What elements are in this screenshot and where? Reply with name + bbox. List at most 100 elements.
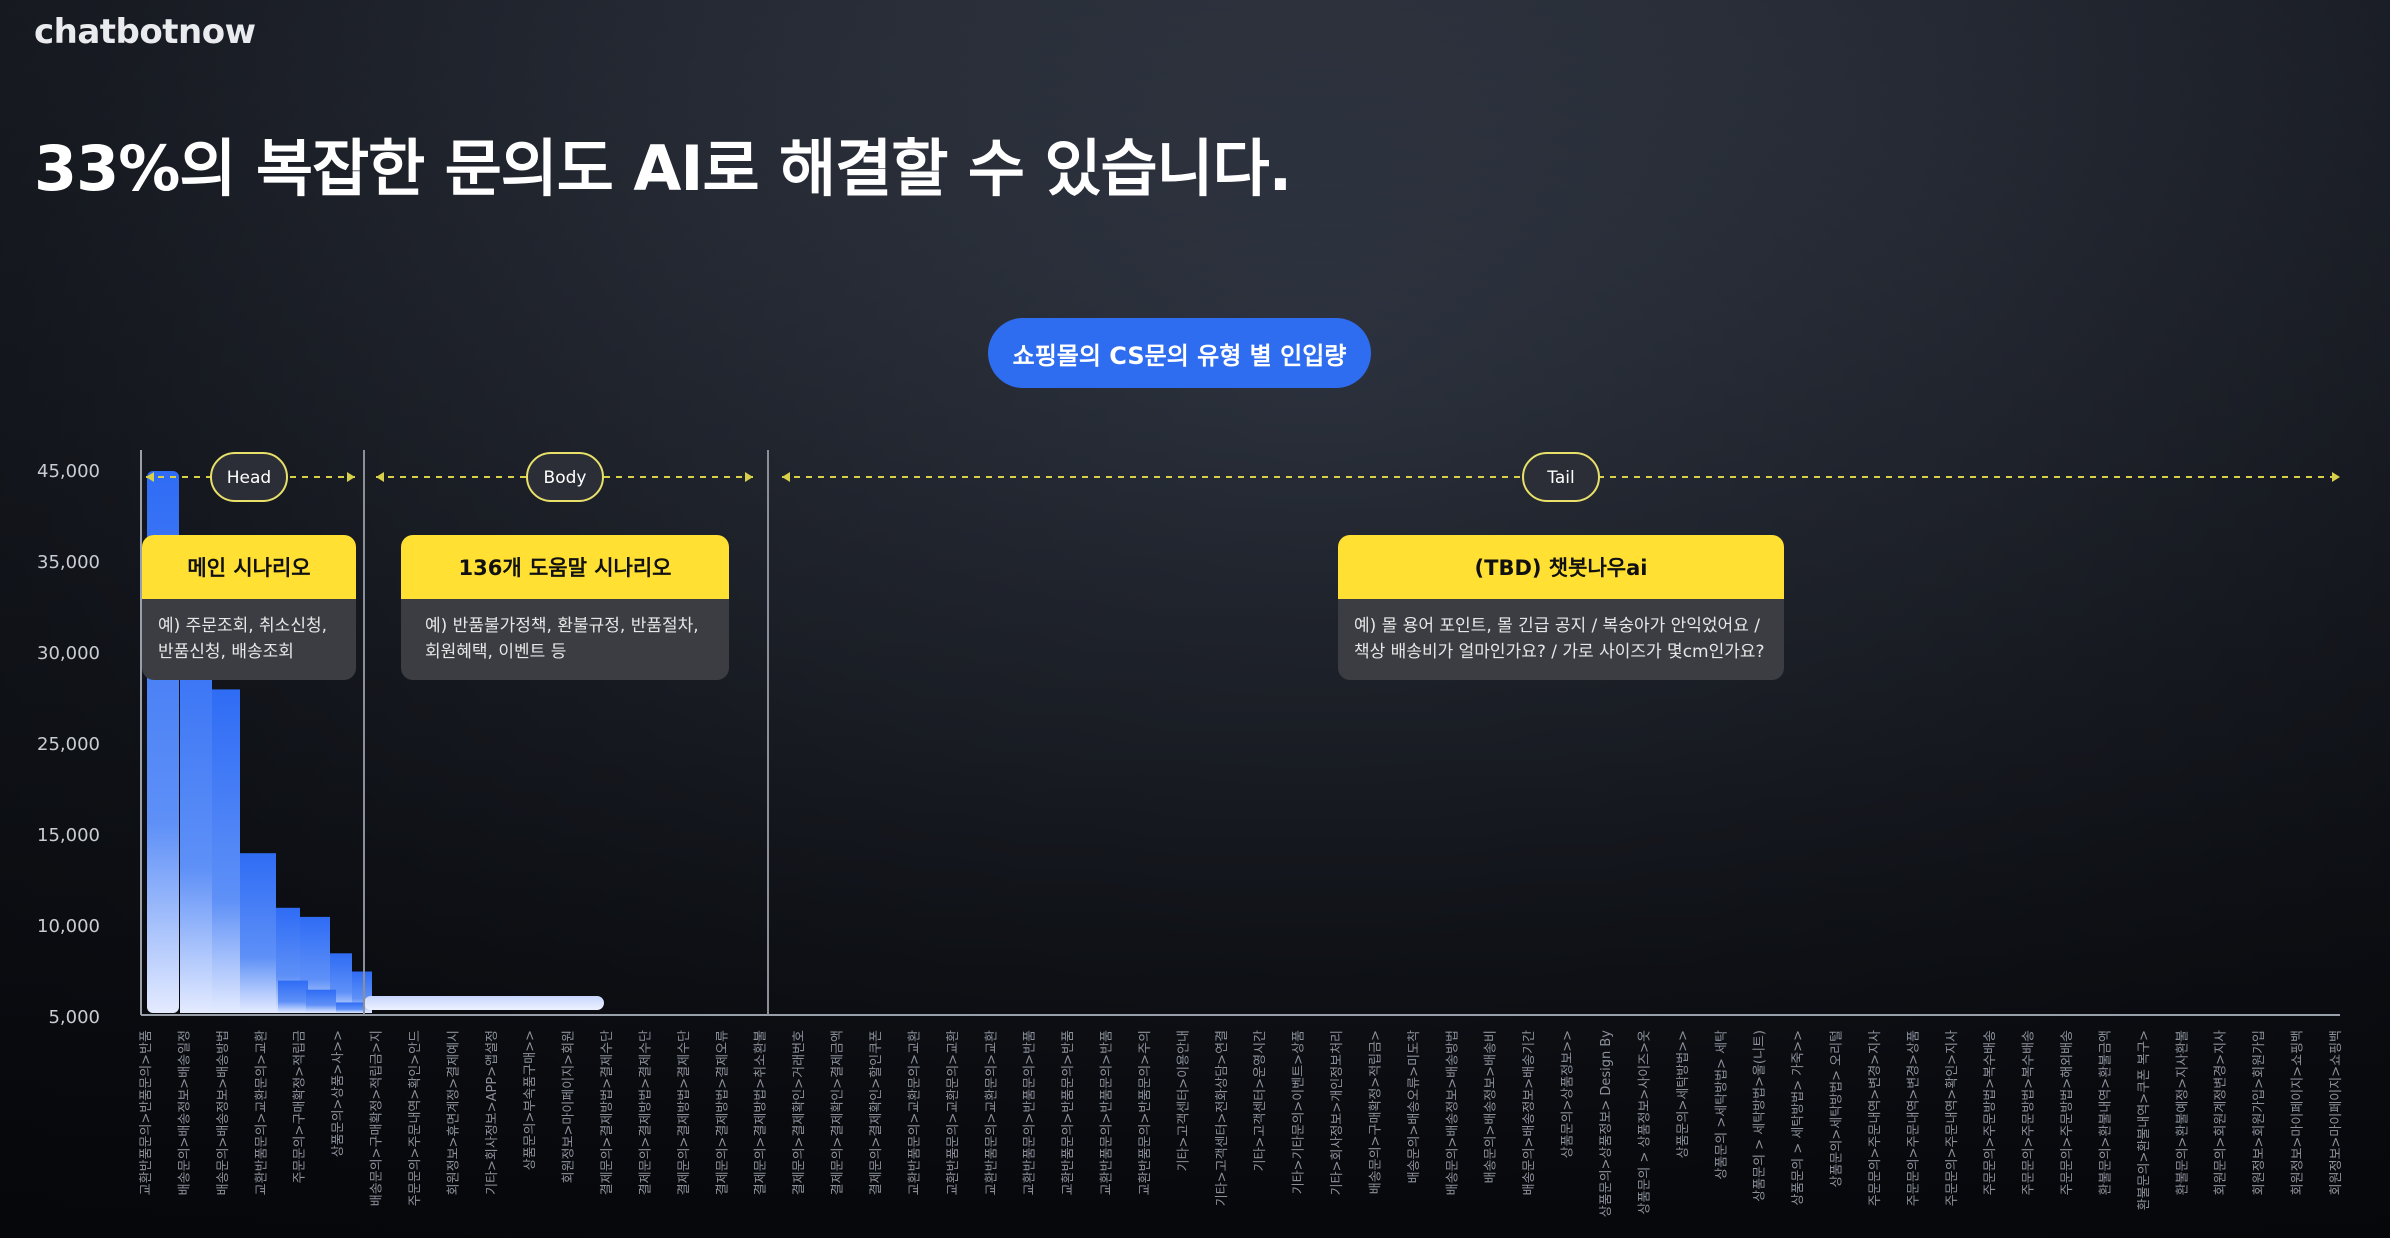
x-tick-label: 교환반품문의>반품문의>반품: [1061, 1030, 1076, 1195]
x-tick-label: 상품문의>부속품구매>>: [523, 1030, 538, 1170]
arrow-left-icon: [376, 472, 384, 482]
x-tick-label: 교환반품문의>교환문의>교환: [984, 1030, 999, 1195]
x-tick-label: 배송문의>구매확정>적립금>지: [370, 1030, 385, 1206]
bar: [240, 853, 276, 1013]
body-card-line-1: 예) 반품불가정책, 환불규정, 반품절차,: [425, 616, 699, 636]
y-tick-label: 5,000: [48, 1007, 100, 1028]
x-tick-label: 상품문의>상품정보>>: [1561, 1030, 1576, 1158]
x-tick-label: 교환반품문의>반품문의>반품: [1023, 1030, 1038, 1195]
arrow-right-icon: [2332, 472, 2340, 482]
x-tick-label: 상품문의 > 세탁방법> 가죽>>: [1791, 1030, 1806, 1206]
y-tick-label: 15,000: [37, 825, 100, 846]
tail-card-title: (TBD) 챗봇나우ai: [1338, 535, 1784, 599]
x-tick-label: 주문문의>주문내역>확인>지사: [1945, 1030, 1960, 1206]
segment-label: Head: [227, 468, 271, 488]
brand-logo: chatbotnow: [34, 12, 256, 52]
x-tick-label: 결제문의>결제방법>결제수단: [638, 1030, 653, 1195]
arrow-right-icon: [745, 472, 753, 482]
x-tick-label: 상품문의 >세탁방법> 세탁: [1714, 1030, 1729, 1180]
segment-badge: [526, 452, 604, 502]
y-tick-label: 25,000: [37, 734, 100, 755]
bar: [212, 689, 240, 1013]
x-tick-label: 상품문의>상품>사>>: [331, 1030, 346, 1157]
segment-badge: [210, 452, 288, 502]
x-tick-label: 배송문의>배송정보>배송기간: [1522, 1030, 1537, 1195]
head-card-line-2: 반품신청, 배송조회: [158, 642, 294, 662]
x-tick-label: 상품문의>세탁방법>>: [1676, 1030, 1691, 1158]
x-tick-label: 회원정보>마이페이지>쇼핑백: [2291, 1030, 2306, 1195]
x-tick-label: 배송문의>배송정보>배송방법: [1445, 1030, 1460, 1195]
x-tick-label: 기타>고객센터>운영시간: [1253, 1030, 1268, 1171]
x-tick-label: 상품문의 > 세탁방법>울(니트): [1753, 1030, 1768, 1202]
body-card-line-2: 회원혜택, 이벤트 등: [425, 642, 567, 662]
x-tick-label: 상품문의>세탁방법> 오리털: [1830, 1030, 1845, 1187]
x-tick-label: 기타>고객센터>이용안내: [1176, 1030, 1191, 1171]
x-tick-label: 기타>회사정보>개인정보처리: [1330, 1030, 1345, 1195]
bar: [306, 989, 336, 1013]
x-tick-label: 주문문의>주문방법>복수배송: [1983, 1030, 1998, 1195]
x-tick-label: 주문문의>주문방법>해외배송: [2060, 1030, 2075, 1195]
segment-badge: [1522, 452, 1600, 502]
x-tick-label: 결제문의>결제방법>결제수단: [600, 1030, 615, 1195]
segment-label: Body: [544, 468, 587, 488]
x-tick-label: 결제문의>결제확인>거래번호: [792, 1030, 807, 1195]
x-tick-label: 주문문의>주문방법>복수배송: [2022, 1030, 2037, 1195]
x-tick-label: 회원정보>회원가입>회원가입: [2252, 1030, 2267, 1195]
x-tick-label: 기타>고객센터>전화상담>연결: [1215, 1030, 1230, 1206]
arrow-left-icon: [146, 472, 154, 482]
x-tick-label: 환불문의>환불내역>쿠폰 복구>: [2137, 1030, 2152, 1210]
x-tick-label: 상품문의>상품정보> Design By: [1599, 1030, 1614, 1218]
x-tick-label: 회원정보>마이페이지>쇼핑백: [2329, 1030, 2344, 1195]
body-card-title: 136개 도움말 시나리오: [401, 535, 729, 599]
x-tick-label: 주문문의>주문내역>확인>안드: [408, 1030, 423, 1206]
x-tick-label: 회원문의>회원계정변경>지사: [2214, 1030, 2229, 1195]
head-card: 메인 시나리오 예) 주문조회, 취소신청, 반품신청, 배송조회: [142, 535, 356, 680]
x-tick-label: 배송문의>배송정보>배송비: [1484, 1030, 1499, 1183]
x-tick-label: 기타>회사정보>APP>앱설정: [485, 1030, 500, 1195]
x-tick-label: 회원정보>휴면계정>결제예시: [446, 1030, 461, 1195]
x-tick-label: 결제문의>결제방법>결제오류: [715, 1030, 730, 1195]
x-tick-label: 교환반품문의>반품문의>주의: [1138, 1030, 1153, 1195]
x-tick-label: 배송문의>배송정보>배송일정: [177, 1030, 192, 1195]
x-tick-label: 결제문의>결제확인>할인쿠폰: [869, 1030, 884, 1195]
arrow-left-icon: [782, 472, 790, 482]
x-tick-label: 기타>기타문의>이벤트>상품: [1292, 1030, 1307, 1194]
head-card-title: 메인 시나리오: [142, 535, 356, 599]
x-tick-label: 환불문의>환불예정>지사환불: [2175, 1030, 2190, 1195]
x-tick-label: 교환반품문의>교환문의>교환: [946, 1030, 961, 1195]
x-tick-label: 배송문의>배송오류>미도착: [1407, 1030, 1422, 1183]
arrow-right-icon: [347, 472, 355, 482]
head-card-line-1: 예) 주문조회, 취소신청,: [158, 616, 328, 636]
y-tick-label: 35,000: [37, 552, 100, 573]
x-tick-label: 배송문의>배송정보>배송방법: [216, 1030, 231, 1195]
x-tick-label: 주문문의>주문내역>변경>상품: [1906, 1030, 1921, 1206]
x-tick-label: 환불문의>환불내역>환불금액: [2098, 1030, 2113, 1195]
x-tick-label: 교환반품문의>반품문의>반품: [139, 1030, 154, 1195]
x-tick-label: 결제문의>결제확인>결제금액: [831, 1030, 846, 1195]
bar: [364, 996, 604, 1010]
segment-label: Tail: [1546, 468, 1574, 488]
tail-card-line-1: 예) 몰 용어 포인트, 몰 긴급 공지 / 복숭아가 안익었어요 /: [1354, 616, 1760, 636]
x-tick-label: 배송문의>구매확정>적립금>: [1368, 1030, 1383, 1194]
bar: [336, 1002, 364, 1013]
body-card: 136개 도움말 시나리오 예) 반품불가정책, 환불규정, 반품절차, 회원혜…: [401, 535, 729, 680]
x-tick-label: 결제문의>결제방법>결제수단: [677, 1030, 692, 1195]
y-tick-label: 10,000: [37, 916, 100, 937]
chart-title-pill: 쇼핑몰의 CS문의 유형 별 인입량: [988, 318, 1371, 388]
y-tick-label: 45,000: [37, 461, 100, 482]
x-tick-label: 주문문의>구매확정>적립금: [293, 1030, 308, 1183]
x-tick-label: 교환반품문의>반품문의>반품: [1100, 1030, 1115, 1195]
tail-card-line-2: 책상 배송비가 얼마인가요? / 가로 사이즈가 몇cm인가요?: [1354, 642, 1765, 662]
x-tick-label: 상품문의 > 상품정보>사이즈>옷: [1637, 1030, 1652, 1215]
y-tick-label: 30,000: [37, 643, 100, 664]
x-tick-label: 교환반품문의>교환문의>교환: [907, 1030, 922, 1195]
x-tick-label: 결제문의>결제방법>취소환불: [754, 1030, 769, 1195]
tail-card: (TBD) 챗봇나우ai 예) 몰 용어 포인트, 몰 긴급 공지 / 복숭아가…: [1338, 535, 1784, 680]
bar: [278, 980, 308, 1013]
x-tick-label: 교환반품문의>교환문의>교환: [254, 1030, 269, 1195]
x-tick-label: 주문문의>주문내역>변경>지사: [1868, 1030, 1883, 1206]
page-title: 33%의 복잡한 문의도 AI로 해결할 수 있습니다.: [34, 132, 1292, 205]
x-tick-label: 회원정보>마이페이지>회원: [562, 1030, 577, 1183]
